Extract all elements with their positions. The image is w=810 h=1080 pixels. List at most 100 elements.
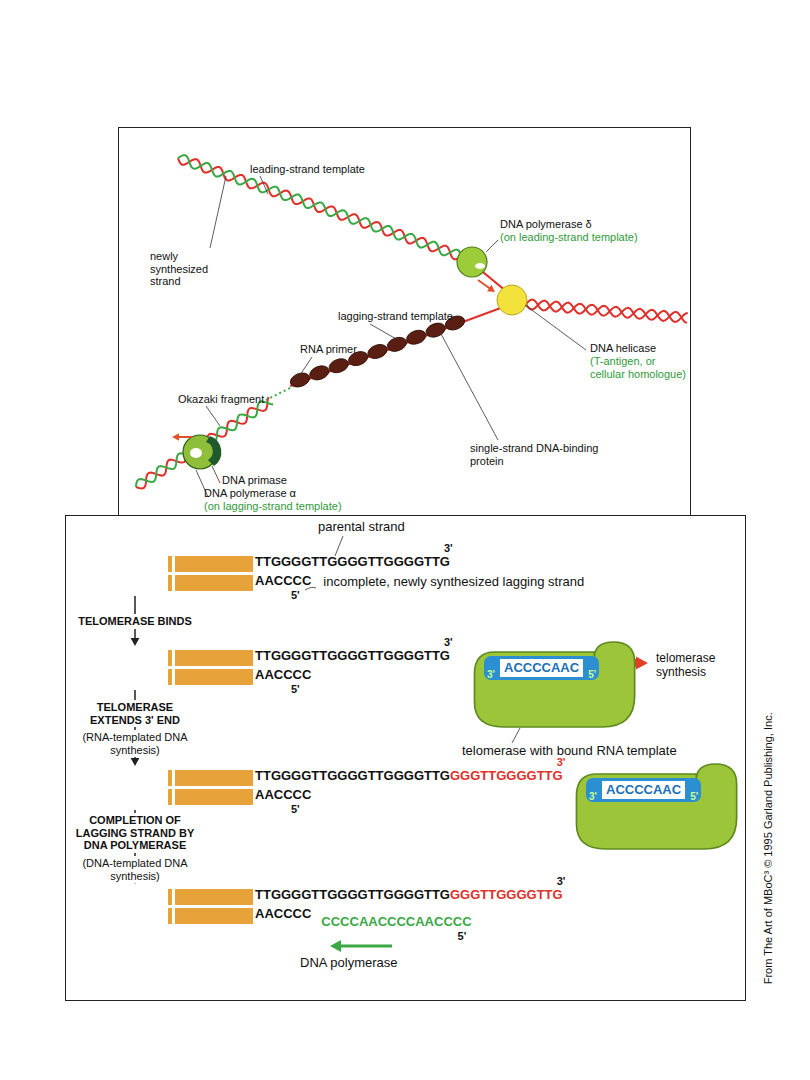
dna-sequence: TTGGGGTTGGGGTTGGGGTTG [255,555,450,570]
strand-end: 3' [444,542,453,555]
chromosome-bar [168,770,172,786]
step-arrow [131,758,140,766]
leader-line [370,324,398,340]
leader-line [212,466,220,483]
dna-sequence: CCCCAACCCCAACCCC [321,915,471,930]
dna-sequence: TTGGGGTTGGGGTTGGGGTTG [255,888,450,903]
strand-end: 3' [589,791,597,802]
chromosome-bar [175,669,253,685]
chromosome-bar [175,908,253,924]
chromosome-bar [168,908,172,924]
template-sequence: ACCCCAAC [602,781,685,799]
dna-sequence: AACCCC [255,574,311,589]
chromosome-bar [175,575,253,591]
dna-strand [290,306,506,386]
enzyme-outline [470,640,638,730]
leader-line [525,305,586,350]
dna-sequence: TTGGGGTTGGGGTTGGGGTTG [255,769,450,784]
leader-line [210,176,226,248]
step-label: TELOMERASE EXTENDS 3' END [75,700,195,727]
part-note: (on leading-strand template) [500,231,638,244]
step-label: TELOMERASE BINDS [75,614,195,629]
chromosome-bar [168,789,172,805]
part-label: single-strand DNA-binding protein [470,442,610,467]
ssb-protein [288,370,311,389]
dna-sequence: AACCCC [255,788,311,803]
polymerase-delta [457,247,487,277]
part-label: DNA helicase [590,342,656,355]
chromosome-bar [175,650,253,666]
leader-line [294,357,312,384]
leader-line [335,536,343,556]
strand-end: 3' [487,669,495,680]
step-arrow [131,638,140,646]
direction-arrow [487,285,495,292]
enzyme-outline [572,762,740,852]
rna-template: ACCCCAAC 3' 5' [484,656,599,680]
chromosome-bar [168,575,172,591]
dna-sequence: GGGTTGGGGTTG [450,769,563,784]
ssb-protein [327,356,350,375]
part-label: leading-strand template [250,163,365,176]
ssb-protein [424,321,447,340]
synthesis-arrow [636,656,648,669]
strand-end: 3' [444,636,453,649]
leader-line [512,728,520,743]
chromosome-bar [168,889,172,905]
chromosome-bar [168,556,172,572]
leader-line [440,332,498,440]
part-label: telomerase synthesis [656,652,736,680]
dna-strand [178,155,464,262]
part-note: (T-antigen, or cellular homologue) [590,355,686,380]
dna-strand [526,301,688,322]
ssb-protein [385,335,408,354]
polymerase-arrow [330,940,341,952]
ssb-protein [366,342,389,361]
panel-frame [119,128,691,516]
copyright-note: From The Art of MBoC³ © 1995 Garland Pub… [762,683,775,1013]
chromosome-bar [175,770,253,786]
dna-sequence: AACCCC [255,668,311,683]
strand-end: 5' [291,589,300,602]
strand-end: 5' [291,683,300,696]
rna-primer [266,388,290,400]
helicase [497,285,527,315]
part-label: parental strand [318,520,405,535]
chromosome-bar [175,789,253,805]
part-label: incomplete, newly synthesized lagging st… [323,575,584,590]
part-note: (on lagging-strand template) [204,500,342,513]
step-note: (RNA-templated DNA synthesis) [75,730,195,757]
part-label: telomerase with bound RNA template [462,744,677,759]
strand-end: 5' [690,791,698,802]
dna-sequence: GGGTTGGGGTTG [450,888,563,903]
chromosome-bar [175,889,253,905]
strand-end: 3' [557,875,566,888]
chromosome-bar [168,650,172,666]
dna-sequence: TTGGGGTTGGGGTTGGGGTTG [255,649,450,664]
direction-arrow [178,436,192,438]
step-note: (DNA-templated DNA synthesis) [70,856,200,883]
part-label: lagging-strand template [338,310,453,323]
part-label: DNA polymerase α [204,487,296,500]
chromosome-bar [168,669,172,685]
strand-end: 3' [557,756,566,769]
ssb-protein [405,328,428,347]
part-label: DNA polymerase δ [500,218,592,231]
part-label: RNA primer [300,343,357,356]
enzyme-outline [474,642,634,727]
chromosome-bar [175,556,253,572]
part-label: DNA polymerase [300,956,398,971]
panel-frame [66,516,746,1001]
dna-strand [526,300,687,323]
polymerase-arrow [340,945,392,948]
leader-line [206,406,220,426]
ssb-protein [308,363,331,382]
dna-strand [178,158,467,259]
template-sequence: ACCCCAAC [500,659,583,677]
dna-sequence: AACCCC [255,907,311,922]
strand-end: 5' [588,669,596,680]
telomerase-enzyme: ACCCCAAC 3' 5' [572,762,740,852]
leader-line [486,240,498,252]
strand-end: 5' [458,930,467,943]
